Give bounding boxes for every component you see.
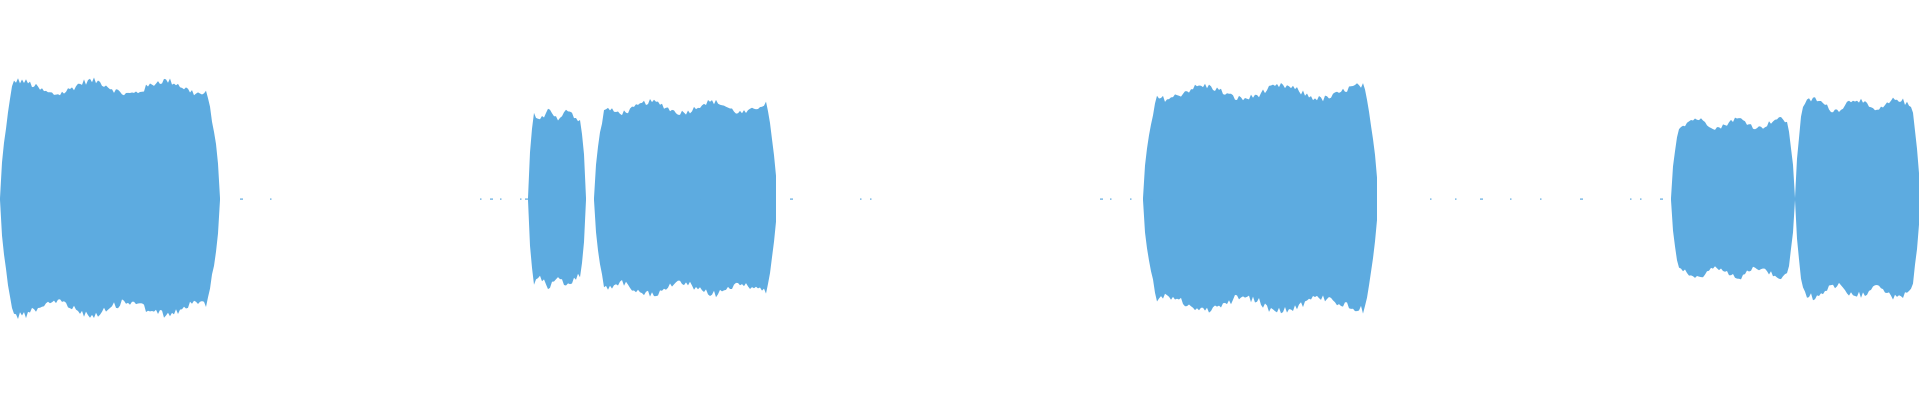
silence-speck (1430, 198, 1432, 200)
silence-speck (790, 198, 793, 200)
silence-speck (525, 198, 528, 200)
waveform-segment-2b (594, 99, 776, 298)
waveform-segment-2a (528, 108, 586, 290)
silence-speck (1640, 198, 1642, 200)
silence-speck (1630, 198, 1632, 200)
silence-speck (700, 198, 702, 200)
silence-speck (870, 198, 872, 200)
silence-speck (1510, 198, 1512, 200)
silence-speck (1480, 198, 1483, 200)
silence-speck (480, 198, 482, 200)
silence-speck (1110, 198, 1112, 200)
silence-speck (500, 198, 502, 200)
silence-speck (520, 198, 522, 200)
silence-speck (1580, 198, 1583, 200)
waveform-segment-1 (0, 77, 220, 319)
silence-speck (1130, 198, 1132, 200)
silence-speck (860, 198, 862, 200)
silence-speck (1660, 198, 1663, 200)
silence-speck (270, 198, 272, 200)
waveform-segment-4a (1671, 117, 1795, 280)
silence-speck (1100, 198, 1103, 200)
silence-speck (760, 198, 762, 200)
silence-speck (1455, 198, 1457, 200)
waveform-segment-3 (1143, 83, 1377, 314)
silence-speck (490, 198, 493, 200)
silence-speck (1540, 198, 1542, 200)
silence-speck (240, 198, 243, 200)
silence-speck (1150, 198, 1153, 200)
waveform-segment-4b (1795, 97, 1919, 301)
